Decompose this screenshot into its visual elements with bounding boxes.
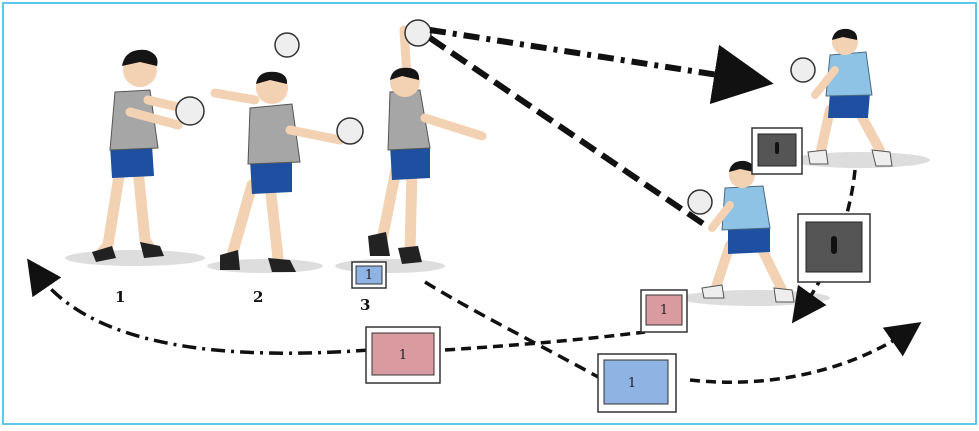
serve-path-upper [429,27,774,105]
card-dark-right [797,213,871,283]
rotation-path-return [27,258,371,355]
ball-receiver-top [790,57,816,83]
receiver-path-down [791,169,857,324]
card-dark-top [751,127,803,175]
ball-2-tossed [274,32,300,58]
card-label: 1 [399,348,407,363]
rotation-path-blue-to-right [689,321,922,384]
diagram-frame [2,2,977,425]
card-pink-right: 1 [640,289,688,333]
ball-1 [175,96,205,126]
position-cards: 1 1 1 1 [351,127,871,413]
receiver-figure-top [790,28,893,167]
card-label: 1 [660,303,668,318]
serve-path-lower [428,35,707,228]
ball-2-in-hand [336,117,364,145]
step-label-2: 2 [253,288,264,306]
server-figure-step-3 [368,19,487,264]
server-figure-step-1 [92,49,205,262]
card-label: 1 [365,268,373,283]
movement-paths [27,27,922,384]
rotation-path-card-to-pink [444,330,646,352]
card-step-3: 1 [351,261,387,289]
card-blue-bottom: 1 [597,353,677,413]
step-label-3: 3 [360,296,371,314]
card-pink-center: 1 [365,326,441,384]
server-figure-step-2 [210,32,364,272]
ball-receiver-middle [687,189,713,215]
step-label-1: 1 [115,288,126,306]
rotation-path-step3-to-blue [424,280,601,380]
card-label: 1 [628,376,636,391]
ball-3-contact [404,19,432,47]
receiver-figure-middle [687,160,795,303]
